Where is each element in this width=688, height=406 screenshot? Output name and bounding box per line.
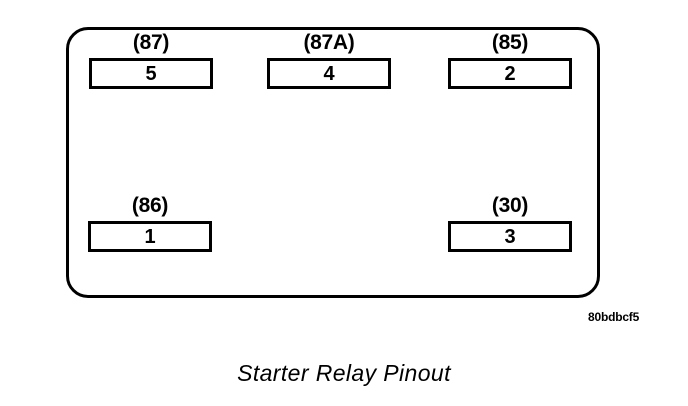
terminal-87a-pin-number: 4 [323, 62, 335, 85]
terminal-86-label: (86) [131, 194, 169, 217]
terminal-86-box: 1 [88, 221, 212, 252]
image-watermark-code: 80bdbcf5 [588, 310, 640, 324]
terminal-30-label: (30) [491, 194, 529, 217]
terminal-30: (30) 3 [448, 194, 572, 252]
terminal-87-label: (87) [132, 31, 170, 54]
terminal-30-pin-number: 3 [504, 225, 516, 248]
terminal-87a-label: (87A) [303, 31, 355, 54]
terminal-86-pin-number: 1 [144, 225, 156, 248]
diagram-caption: Starter Relay Pinout [237, 360, 451, 386]
terminal-30-box: 3 [448, 221, 572, 252]
terminal-85-pin-number: 2 [504, 62, 516, 85]
terminal-87a-box: 4 [267, 58, 391, 89]
terminal-87-pin-number: 5 [145, 62, 157, 85]
terminal-87a: (87A) 4 [267, 31, 391, 89]
terminal-85: (85) 2 [448, 31, 572, 89]
terminal-85-box: 2 [448, 58, 572, 89]
terminal-86: (86) 1 [88, 194, 212, 252]
terminal-87: (87) 5 [89, 31, 213, 89]
terminal-85-label: (85) [491, 31, 529, 54]
terminal-87-box: 5 [89, 58, 213, 89]
